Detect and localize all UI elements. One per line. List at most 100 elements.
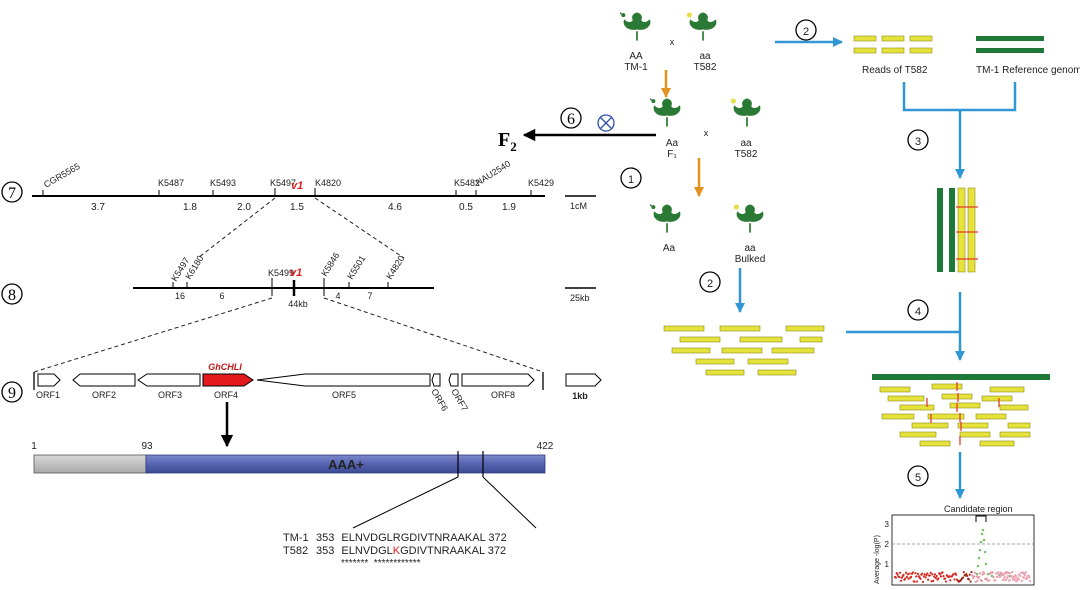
plot-point bbox=[978, 572, 982, 575]
plot-point bbox=[927, 578, 930, 581]
orf8-shape bbox=[461, 373, 535, 387]
plot-point bbox=[978, 575, 981, 578]
step-6-circle bbox=[560, 107, 582, 129]
ytick-3: 3 bbox=[885, 520, 890, 529]
map7-gene: v1 bbox=[291, 180, 303, 192]
plot-point bbox=[1016, 576, 1020, 579]
map7-dist-7: 1.9 bbox=[502, 202, 516, 213]
plot-point bbox=[908, 572, 911, 575]
map8-count-4: 7 bbox=[367, 291, 372, 301]
nterm-segment bbox=[33, 454, 147, 474]
step-5-circle bbox=[907, 465, 929, 487]
zoom-line-right bbox=[482, 476, 537, 529]
plot-point bbox=[904, 577, 907, 580]
step-7-circle bbox=[1, 181, 23, 203]
plot-point bbox=[931, 573, 934, 576]
plot-point bbox=[921, 572, 924, 575]
plot-point bbox=[995, 572, 998, 575]
plot-point bbox=[937, 577, 940, 580]
plot-point bbox=[906, 573, 909, 576]
plot-point bbox=[1025, 577, 1029, 581]
orf4-gene-name: GhCHLI bbox=[208, 362, 242, 372]
protein-end: 422 bbox=[537, 441, 554, 452]
plot-point bbox=[1024, 571, 1027, 574]
map7-dist-2: 1.8 bbox=[183, 202, 197, 213]
plot-point bbox=[1004, 572, 1007, 575]
plot-point bbox=[1008, 571, 1011, 575]
plot-peak-point bbox=[977, 556, 981, 560]
mapped-chromosomes bbox=[937, 187, 978, 273]
plot-point bbox=[899, 571, 902, 574]
step-8-circle bbox=[1, 283, 23, 305]
p2-genotype: aa bbox=[699, 51, 711, 62]
plot-point bbox=[972, 575, 976, 578]
map8-gene: v1 bbox=[290, 267, 302, 279]
plot-peak-point bbox=[982, 538, 986, 542]
reads-label: Reads of T582 bbox=[862, 65, 928, 76]
plot-point bbox=[999, 574, 1003, 577]
map7-scale-label: 1cM bbox=[570, 201, 587, 211]
map8-count-3: 4 bbox=[335, 291, 340, 301]
align-row1: TM-1 bbox=[283, 532, 309, 544]
plot-frame bbox=[891, 514, 1035, 586]
aligned-read bbox=[887, 395, 925, 402]
genetic-map-7: 7 CGR5565 K5487 K5493 K5497 K4820 K5482 … bbox=[1, 159, 596, 213]
aligned-read bbox=[999, 404, 1029, 411]
aligned-read bbox=[941, 393, 973, 400]
map7-dist-3: 2.0 bbox=[237, 202, 251, 213]
reference-label: TM-1 Reference genome bbox=[976, 65, 1080, 76]
plot-point bbox=[961, 576, 965, 579]
orf3-label: ORF3 bbox=[158, 390, 182, 400]
ref-genome-bar-1 bbox=[976, 36, 1044, 41]
ref-genome-bar-2 bbox=[976, 48, 1044, 53]
orf1-shape bbox=[37, 373, 61, 387]
plot-point bbox=[944, 580, 948, 583]
leaf-icon-bulk-aa-rec bbox=[733, 204, 765, 234]
orf5-label: ORF5 bbox=[332, 390, 356, 400]
f1-p2-name: T582 bbox=[735, 149, 758, 160]
aligned-read bbox=[911, 422, 949, 429]
bulk-read bbox=[785, 325, 825, 332]
plot-point bbox=[975, 575, 978, 578]
bulk-read bbox=[679, 336, 721, 343]
orf4-shape bbox=[202, 373, 254, 387]
t582-read bbox=[853, 47, 877, 54]
map8-marker-4: K5846 bbox=[319, 251, 341, 278]
leaf-icon-f1 bbox=[650, 98, 682, 128]
leaf-icon-bulk-aa-dom bbox=[650, 204, 682, 234]
plot-point bbox=[939, 575, 943, 578]
plot-points bbox=[893, 528, 1032, 584]
aligned-read bbox=[931, 383, 963, 390]
step-3-circle bbox=[907, 129, 929, 151]
plot-ylabel-text: Average -log bbox=[874, 544, 881, 584]
plot-point bbox=[894, 576, 897, 579]
plot-point bbox=[923, 573, 926, 576]
plot-point bbox=[976, 579, 979, 582]
plot-point bbox=[1014, 575, 1018, 579]
plot-point bbox=[952, 573, 955, 576]
aligned-read bbox=[919, 440, 951, 447]
bulk-reads bbox=[663, 325, 825, 376]
orf7-shape bbox=[448, 373, 459, 387]
plot-peak-point bbox=[981, 528, 985, 532]
map7-marker-2: K5487 bbox=[158, 178, 184, 188]
plot-point bbox=[965, 573, 968, 576]
physical-map-8: 8 K5497 K6180 K5499 K5846 K5501 K4820 v1… bbox=[1, 251, 596, 309]
plot-point bbox=[928, 574, 931, 577]
bulk-read bbox=[799, 336, 823, 343]
align-row1-mut: R bbox=[393, 532, 401, 544]
step-2b-circle bbox=[699, 271, 721, 293]
plot-point bbox=[991, 571, 994, 574]
parents-row: AA TM-1 x aa T582 bbox=[620, 12, 718, 73]
scale-1kb-shape bbox=[565, 373, 602, 387]
t582-read bbox=[909, 35, 933, 42]
leaf-icon-t582-2 bbox=[730, 98, 762, 128]
plot-title: Candidate region bbox=[944, 504, 1013, 514]
step-1-label: 1 bbox=[628, 174, 634, 186]
plot-point bbox=[994, 579, 997, 582]
map8-scale-label: 25kb bbox=[570, 293, 590, 303]
t582-read bbox=[853, 35, 877, 42]
plot-point bbox=[935, 574, 938, 578]
